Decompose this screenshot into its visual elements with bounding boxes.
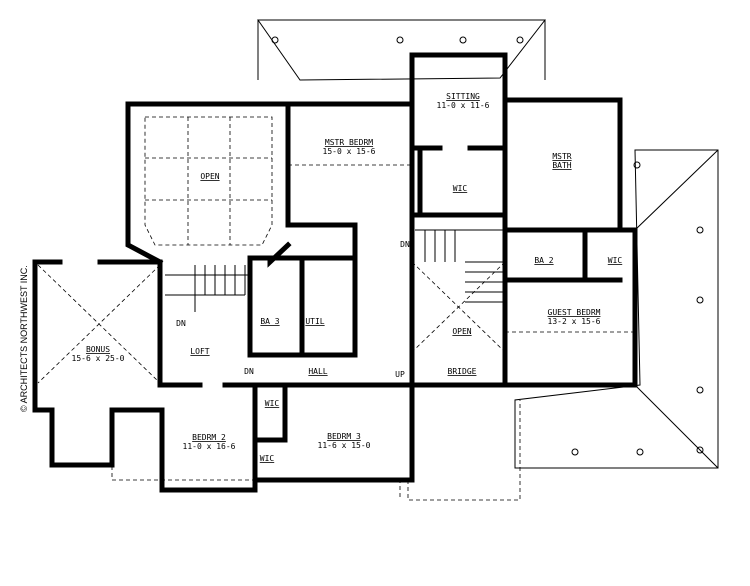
room-wic-b2b: WIC [260,454,275,463]
room-mstr-bath: MSTR [552,152,571,161]
dashed-lines [37,116,635,501]
stairs [165,229,505,312]
room-open-top: OPEN [200,172,219,181]
room-loft: LOFT [190,347,209,356]
room-ba2: BA 2 [534,256,553,265]
room-guest-bedrm-size: 13-2 x 15-6 [548,317,601,326]
room-sitting: SITTING [446,92,480,101]
room-sitting-size: 11-0 x 11-6 [437,101,490,110]
stair-dn-loft: DN [176,319,186,328]
room-util: UTIL [305,317,324,326]
room-bedrm2: BEDRM 2 [192,433,226,442]
room-mstr-bedrm-size: 15-0 x 15-6 [323,147,376,156]
copyright-text: © ARCHITECTS NORTHWEST INC. [19,265,29,412]
room-wic-master: WIC [453,184,468,193]
room-open-stair: OPEN [452,327,471,336]
room-wic-b2a: WIC [265,399,280,408]
stair-up-bridge: UP [395,370,405,379]
stair-dn: DN [400,240,410,249]
room-mstr-bath-2: BATH [552,161,571,170]
room-bedrm2-size: 11-0 x 16-6 [183,442,236,451]
room-mstr-bedrm: MSTR BEDRM [325,138,373,147]
room-bonus: BONUS [86,345,110,354]
stair-dn-hall: DN [244,367,254,376]
room-wic-guest: WIC [608,256,623,265]
roof-lines [257,19,719,469]
room-ba3: BA 3 [260,317,279,326]
room-bedrm3-size: 11-6 x 15-0 [318,441,371,450]
room-bonus-size: 15-6 x 25-0 [72,354,125,363]
room-bedrm3: BEDRM 3 [327,432,361,441]
room-guest-bedrm: GUEST BEDRM [548,308,601,317]
walls [32,52,638,493]
room-bridge: BRIDGE [448,367,477,376]
room-hall: HALL [308,367,327,376]
